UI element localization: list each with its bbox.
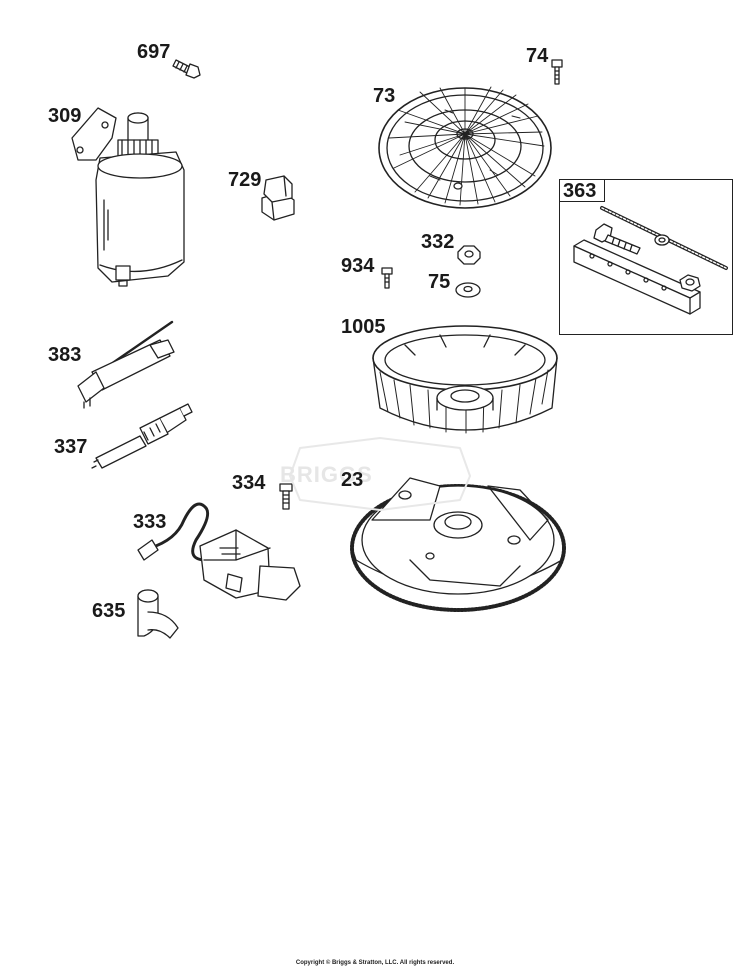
part-number-334[interactable]: 334 xyxy=(232,472,266,494)
part-number-697[interactable]: 697 xyxy=(137,41,171,63)
part-number-383[interactable]: 383 xyxy=(48,344,82,366)
kit-363-label-box xyxy=(559,179,605,202)
kit-363-parts xyxy=(573,206,728,315)
flywheel-23-part xyxy=(350,477,566,612)
spark-plug-boot-635-part xyxy=(137,589,179,639)
part-number-934[interactable]: 934 xyxy=(341,255,375,277)
copyright-notice: Copyright © Briggs & Stratton, LLC. All … xyxy=(295,960,455,966)
part-number-309[interactable]: 309 xyxy=(48,105,82,127)
nut-332-part xyxy=(457,245,481,265)
part-number-23[interactable]: 23 xyxy=(341,469,364,491)
part-number-363[interactable]: 363 xyxy=(563,180,597,202)
bolt-697-part xyxy=(172,59,201,79)
spark-plug-337-part xyxy=(91,403,193,469)
part-number-635[interactable]: 635 xyxy=(92,600,126,622)
blower-screen-73-part xyxy=(378,86,552,209)
screw-74-part xyxy=(551,59,563,85)
part-number-1005[interactable]: 1005 xyxy=(341,316,386,338)
starter-motor-309-part xyxy=(71,107,185,287)
washer-75-part xyxy=(455,282,481,298)
screw-334-part xyxy=(279,483,293,510)
part-number-74[interactable]: 74 xyxy=(526,45,549,67)
part-number-73[interactable]: 73 xyxy=(373,85,396,107)
ignition-armature-333-part xyxy=(137,502,301,601)
part-number-333[interactable]: 333 xyxy=(133,511,167,533)
part-number-729[interactable]: 729 xyxy=(228,169,262,191)
part-number-332[interactable]: 332 xyxy=(421,231,455,253)
spark-plug-wrench-383-part xyxy=(77,320,175,409)
fan-1005-part xyxy=(372,325,558,434)
kit-363-frame xyxy=(559,179,733,335)
screw-934-part xyxy=(381,267,393,289)
part-number-337[interactable]: 337 xyxy=(54,436,88,458)
brand-watermark: BRIGGS xyxy=(280,462,373,487)
clip-729-part xyxy=(261,175,295,221)
part-number-75[interactable]: 75 xyxy=(428,271,451,293)
